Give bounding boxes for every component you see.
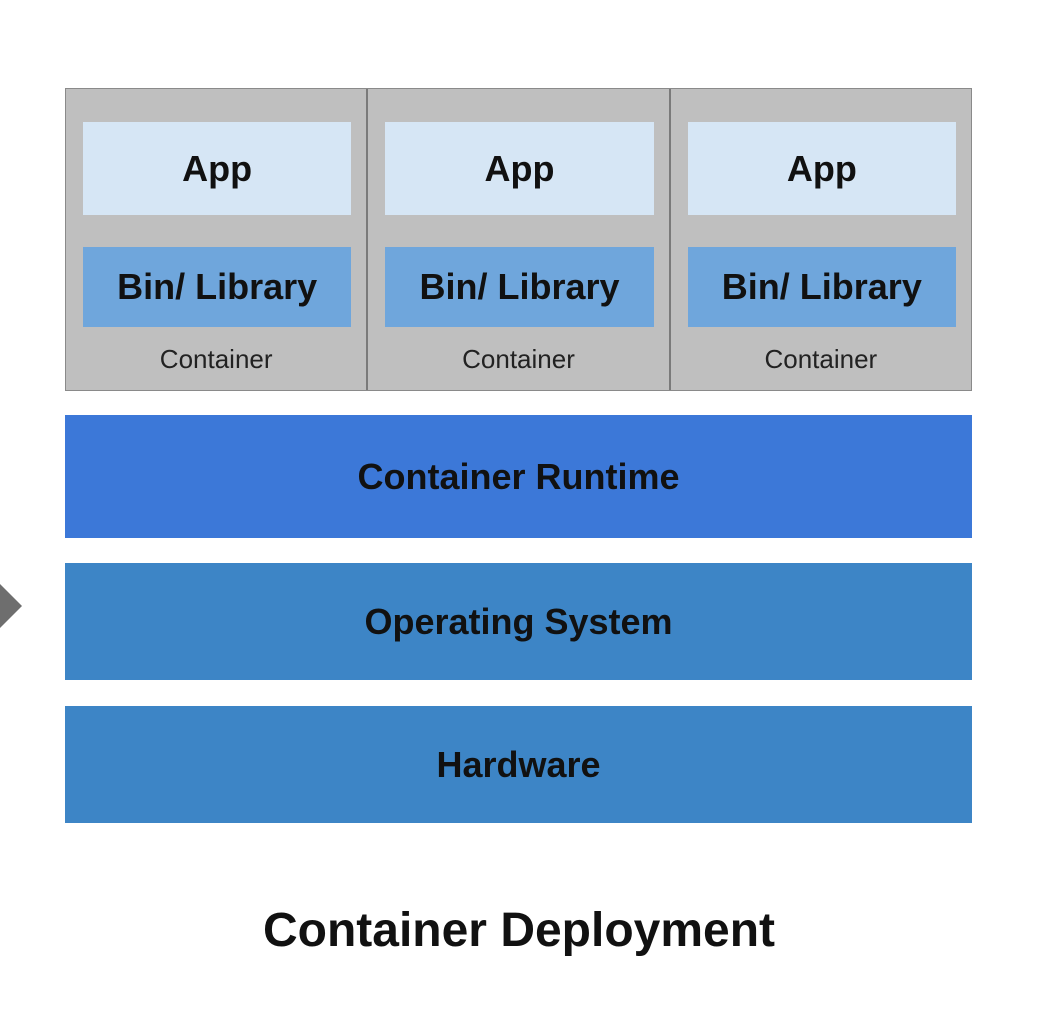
bin-library-block: Bin/ Library	[687, 247, 956, 327]
container-3: App Bin/ Library Container	[668, 89, 971, 390]
container-label: Container	[764, 343, 878, 374]
bin-library-block: Bin/ Library	[83, 247, 352, 327]
hardware-layer: Hardware	[65, 706, 972, 823]
container-label: Container	[462, 343, 575, 374]
container-1: App Bin/ Library Container	[66, 89, 367, 390]
app-block: App	[83, 122, 352, 215]
container-runtime-layer: Container Runtime	[65, 415, 972, 538]
containers-row: App Bin/ Library Container App Bin/ Libr…	[65, 88, 972, 391]
container-label: Container	[159, 343, 273, 374]
app-block: App	[687, 122, 956, 215]
container-2: App Bin/ Library Container	[366, 89, 669, 390]
operating-system-layer: Operating System	[65, 563, 972, 680]
bin-library-block: Bin/ Library	[385, 247, 654, 327]
diagram-caption: Container Deployment	[262, 903, 776, 957]
arrow-right-icon	[0, 584, 22, 628]
app-block: App	[385, 122, 654, 215]
